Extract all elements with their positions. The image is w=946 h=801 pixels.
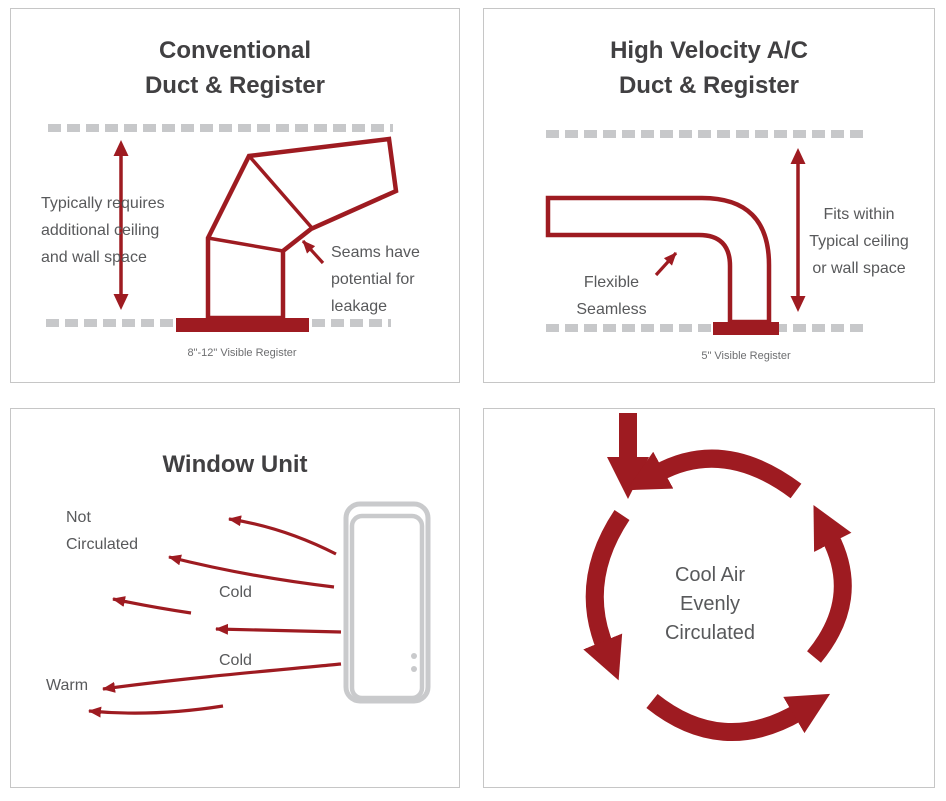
high-velocity-duct-diagram [545,130,863,335]
airflow-arrows [88,515,342,718]
register-caption: 8"-12" Visible Register [187,347,297,359]
unit-dot [411,666,417,672]
title-line: Conventional [158,37,311,64]
window-ac-unit [343,501,431,704]
high-velocity-duct-shape [545,195,772,325]
cold-upper-label: Cold [219,584,252,601]
circulation-note: Cool Air Evenly Circulated [664,564,756,644]
panel-title: High Velocity A/C Duct & Register [484,33,934,103]
airflow-arrow-icon [168,554,335,589]
airflow-arrow-icon [215,623,342,635]
circulation-diagram [583,413,852,742]
fit-note: Fits within Typical ceiling or wall spac… [809,206,909,277]
double-arrow-vertical-icon [790,148,806,312]
circulation-arrows [583,413,852,742]
airflow-arrow-icon [88,704,224,718]
airflow-arrow-icon [112,596,192,615]
conventional-duct-shape [205,136,399,321]
panel-circulation: Cool Air Evenly Circulated [483,408,935,788]
airflow-arrow-icon [102,662,342,693]
duct-seam-line-upper [248,155,314,230]
warm-label: Warm [46,677,89,694]
title-line: Duct & Register [618,72,800,99]
flexible-note: Flexible Seamless [576,274,647,318]
panel-conventional-duct: Conventional Duct & Register Typically r… [10,8,460,383]
register-bar [713,322,779,335]
title-line: High Velocity A/C [610,37,808,64]
window-unit-diagram [88,501,431,718]
seam-note: Seams have potential for leakage [331,244,420,315]
title-line: Duct & Register [144,72,326,99]
circulation-arrow-bottom-icon [646,693,831,742]
duct-seam-line-lower [207,236,284,253]
double-arrow-vertical-icon [113,140,129,310]
panel-window-unit: Window Unit Not Circulated Cold Cold War… [10,408,460,788]
register-caption: 5" Visible Register [701,350,791,362]
cold-lower-label: Cold [219,652,252,669]
airflow-arrow-icon [228,515,337,556]
seam-pointer-arrow-icon [301,239,325,265]
register-bar [176,318,309,332]
panel-high-velocity-duct: High Velocity A/C Duct & Register Fits w… [483,8,935,383]
circulation-arrow-top-icon [626,449,802,499]
space-note: Typically requires additional ceiling an… [41,195,165,266]
title-line: Window Unit [162,451,308,478]
panel-title: Conventional Duct & Register [11,33,459,103]
circulation-arrow-left-icon [583,510,630,681]
not-circulated-label: Not Circulated [66,509,139,553]
unit-dot [411,653,417,659]
conventional-duct-diagram [46,124,399,332]
circulation-arrow-right-icon [806,505,852,663]
flexible-pointer-arrow-icon [654,251,678,277]
panel-title: Window Unit [11,447,459,482]
